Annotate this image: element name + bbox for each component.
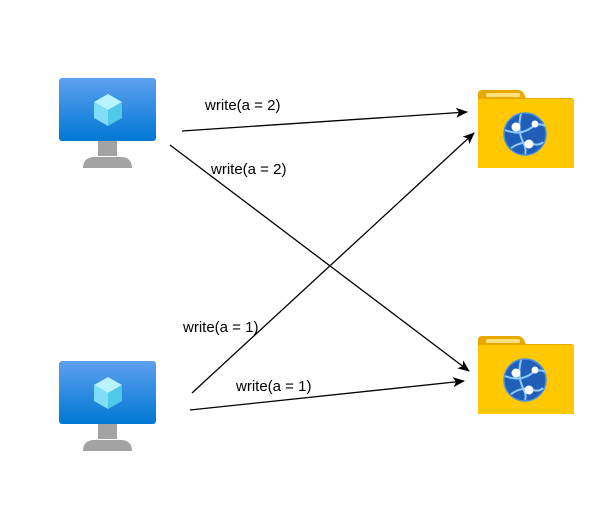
web-app-folder-icon[interactable] (478, 90, 574, 168)
virtual-machine-icon[interactable] (59, 361, 156, 451)
monitor-base (83, 440, 132, 451)
edge-vm-bottom-to-storage-bottom[interactable] (189, 377, 465, 411)
globe-icon (503, 112, 547, 156)
edge-vm-top-to-storage-bottom[interactable] (169, 144, 470, 372)
virtual-machine-icon[interactable] (59, 78, 156, 168)
edge-vm-bottom-to-storage-top[interactable] (191, 132, 475, 394)
edge-vm-top-to-storage-top[interactable] (181, 107, 468, 132)
edge-label-vm-bottom-to-storage-top: write(a = 1) (182, 319, 258, 336)
monitor-base (83, 157, 132, 168)
web-app-folder-icon[interactable] (478, 336, 574, 414)
edges (169, 107, 475, 411)
cube-icon (94, 377, 122, 409)
cube-icon (94, 94, 122, 126)
folder-tab-highlight (486, 93, 520, 97)
monitor-neck (98, 141, 117, 156)
globe-icon (503, 358, 547, 402)
monitor-neck (98, 424, 117, 439)
edge-label-vm-top-to-storage-bottom: write(a = 2) (210, 161, 286, 178)
folder-tab-highlight (486, 339, 520, 343)
edge-label-vm-bottom-to-storage-bottom: write(a = 1) (235, 378, 311, 395)
edge-label-vm-top-to-storage-top: write(a = 2) (204, 97, 280, 114)
edge-labels: write(a = 2) write(a = 2) write(a = 1) w… (182, 97, 311, 395)
